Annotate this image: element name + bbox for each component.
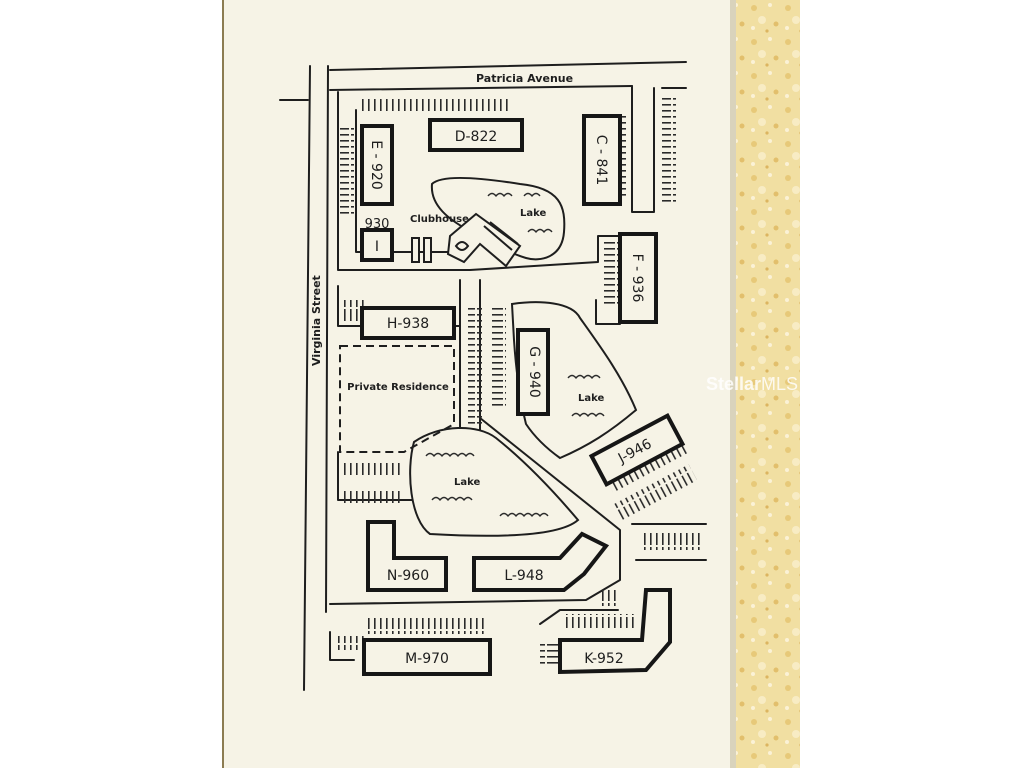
parking-east-spur [662, 98, 676, 202]
wave [571, 412, 605, 418]
watermark-suffix: MLS [761, 374, 798, 394]
clubhouse-pad-1 [411, 237, 420, 263]
parking-center-west [468, 308, 482, 428]
street-label-virginia: Virginia Street [310, 275, 323, 366]
parking-f-west [604, 240, 618, 304]
parking-k-north [566, 614, 636, 628]
parking-stalls [338, 98, 704, 666]
clubhouse-roof-line [483, 225, 513, 251]
clubhouse-building [411, 212, 522, 268]
parking-north [362, 98, 512, 112]
building-l948 [472, 531, 610, 592]
building-h938 [360, 306, 456, 340]
building-label-h938: H-938 [387, 316, 429, 332]
building-d822 [428, 118, 524, 152]
building-label-e920: E - 920 [368, 140, 384, 190]
parking-m-west [338, 636, 364, 650]
parking-mid-south [342, 490, 404, 504]
clubhouse-roof-line-2 [489, 221, 519, 245]
building-label-l948: L-948 [504, 568, 543, 584]
wave [487, 192, 513, 198]
building-label-i: I [375, 239, 379, 255]
feature-label-lake-east: Lake [578, 393, 605, 404]
wave [523, 192, 541, 198]
building-n960 [366, 520, 448, 592]
parking-l-east [600, 590, 616, 606]
building-m970 [362, 638, 492, 676]
street-virginia-west-line [303, 65, 311, 691]
building-label-n960: N-960 [387, 568, 429, 584]
drive-north-loop-outer [337, 91, 627, 271]
building-label-930: 930 [365, 217, 390, 232]
street-patricia-north-line [329, 61, 687, 71]
drive-f-lot [595, 299, 621, 325]
building-label-m970: M-970 [405, 651, 449, 667]
parking-h-west [344, 300, 364, 322]
paper-edge [730, 0, 736, 768]
building-i [360, 228, 394, 262]
clubhouse-outline [446, 212, 522, 268]
parking-mid-north [342, 462, 404, 476]
clubhouse-pad-2 [423, 237, 432, 263]
building-label-f936: F - 936 [629, 254, 645, 303]
drive-east-spur [631, 85, 655, 213]
parking-j-south [640, 532, 704, 550]
street-patricia-south-line [329, 85, 633, 91]
buildings [360, 114, 686, 676]
feature-label-lake-center: Lake [454, 477, 481, 488]
street-label-patricia: Patricia Avenue [476, 72, 573, 85]
building-j946 [588, 412, 686, 488]
parking-m-north [368, 618, 488, 634]
building-e920 [360, 124, 394, 206]
building-g940 [516, 328, 550, 416]
building-k952 [558, 588, 672, 675]
parking-k-west [540, 640, 558, 666]
feature-label-lake-north: Lake [520, 208, 547, 219]
parking-j-lower [612, 464, 698, 521]
wave [567, 374, 601, 380]
drive-k-lot [539, 609, 619, 625]
watermark-logo: StellarMLS [706, 374, 798, 394]
building-label-g940: G - 940 [526, 346, 542, 398]
street-virginia-east-line [325, 65, 329, 613]
building-f936 [618, 232, 658, 324]
clubhouse-pool [454, 241, 470, 251]
feature-label-private-residence: Private Residence [347, 382, 449, 393]
wave [431, 496, 473, 502]
building-label-k952: K-952 [584, 651, 623, 667]
wave [527, 228, 553, 234]
parking-e-west [340, 128, 354, 214]
private-residence-parcel [339, 345, 455, 453]
drive-m-lot-west [329, 631, 355, 661]
parking-center-east [492, 308, 506, 408]
building-label-d822: D-822 [455, 129, 498, 145]
building-label-c841: C - 841 [593, 135, 609, 185]
lake-waves [425, 192, 605, 518]
lake-center [409, 427, 580, 537]
wave [499, 512, 549, 518]
watermark-brand: Stellar [706, 374, 761, 394]
drive-south-east [329, 417, 621, 605]
countertop [726, 0, 800, 768]
wave [425, 452, 475, 458]
feature-label-clubhouse: Clubhouse [410, 214, 469, 225]
building-c841 [582, 114, 622, 206]
